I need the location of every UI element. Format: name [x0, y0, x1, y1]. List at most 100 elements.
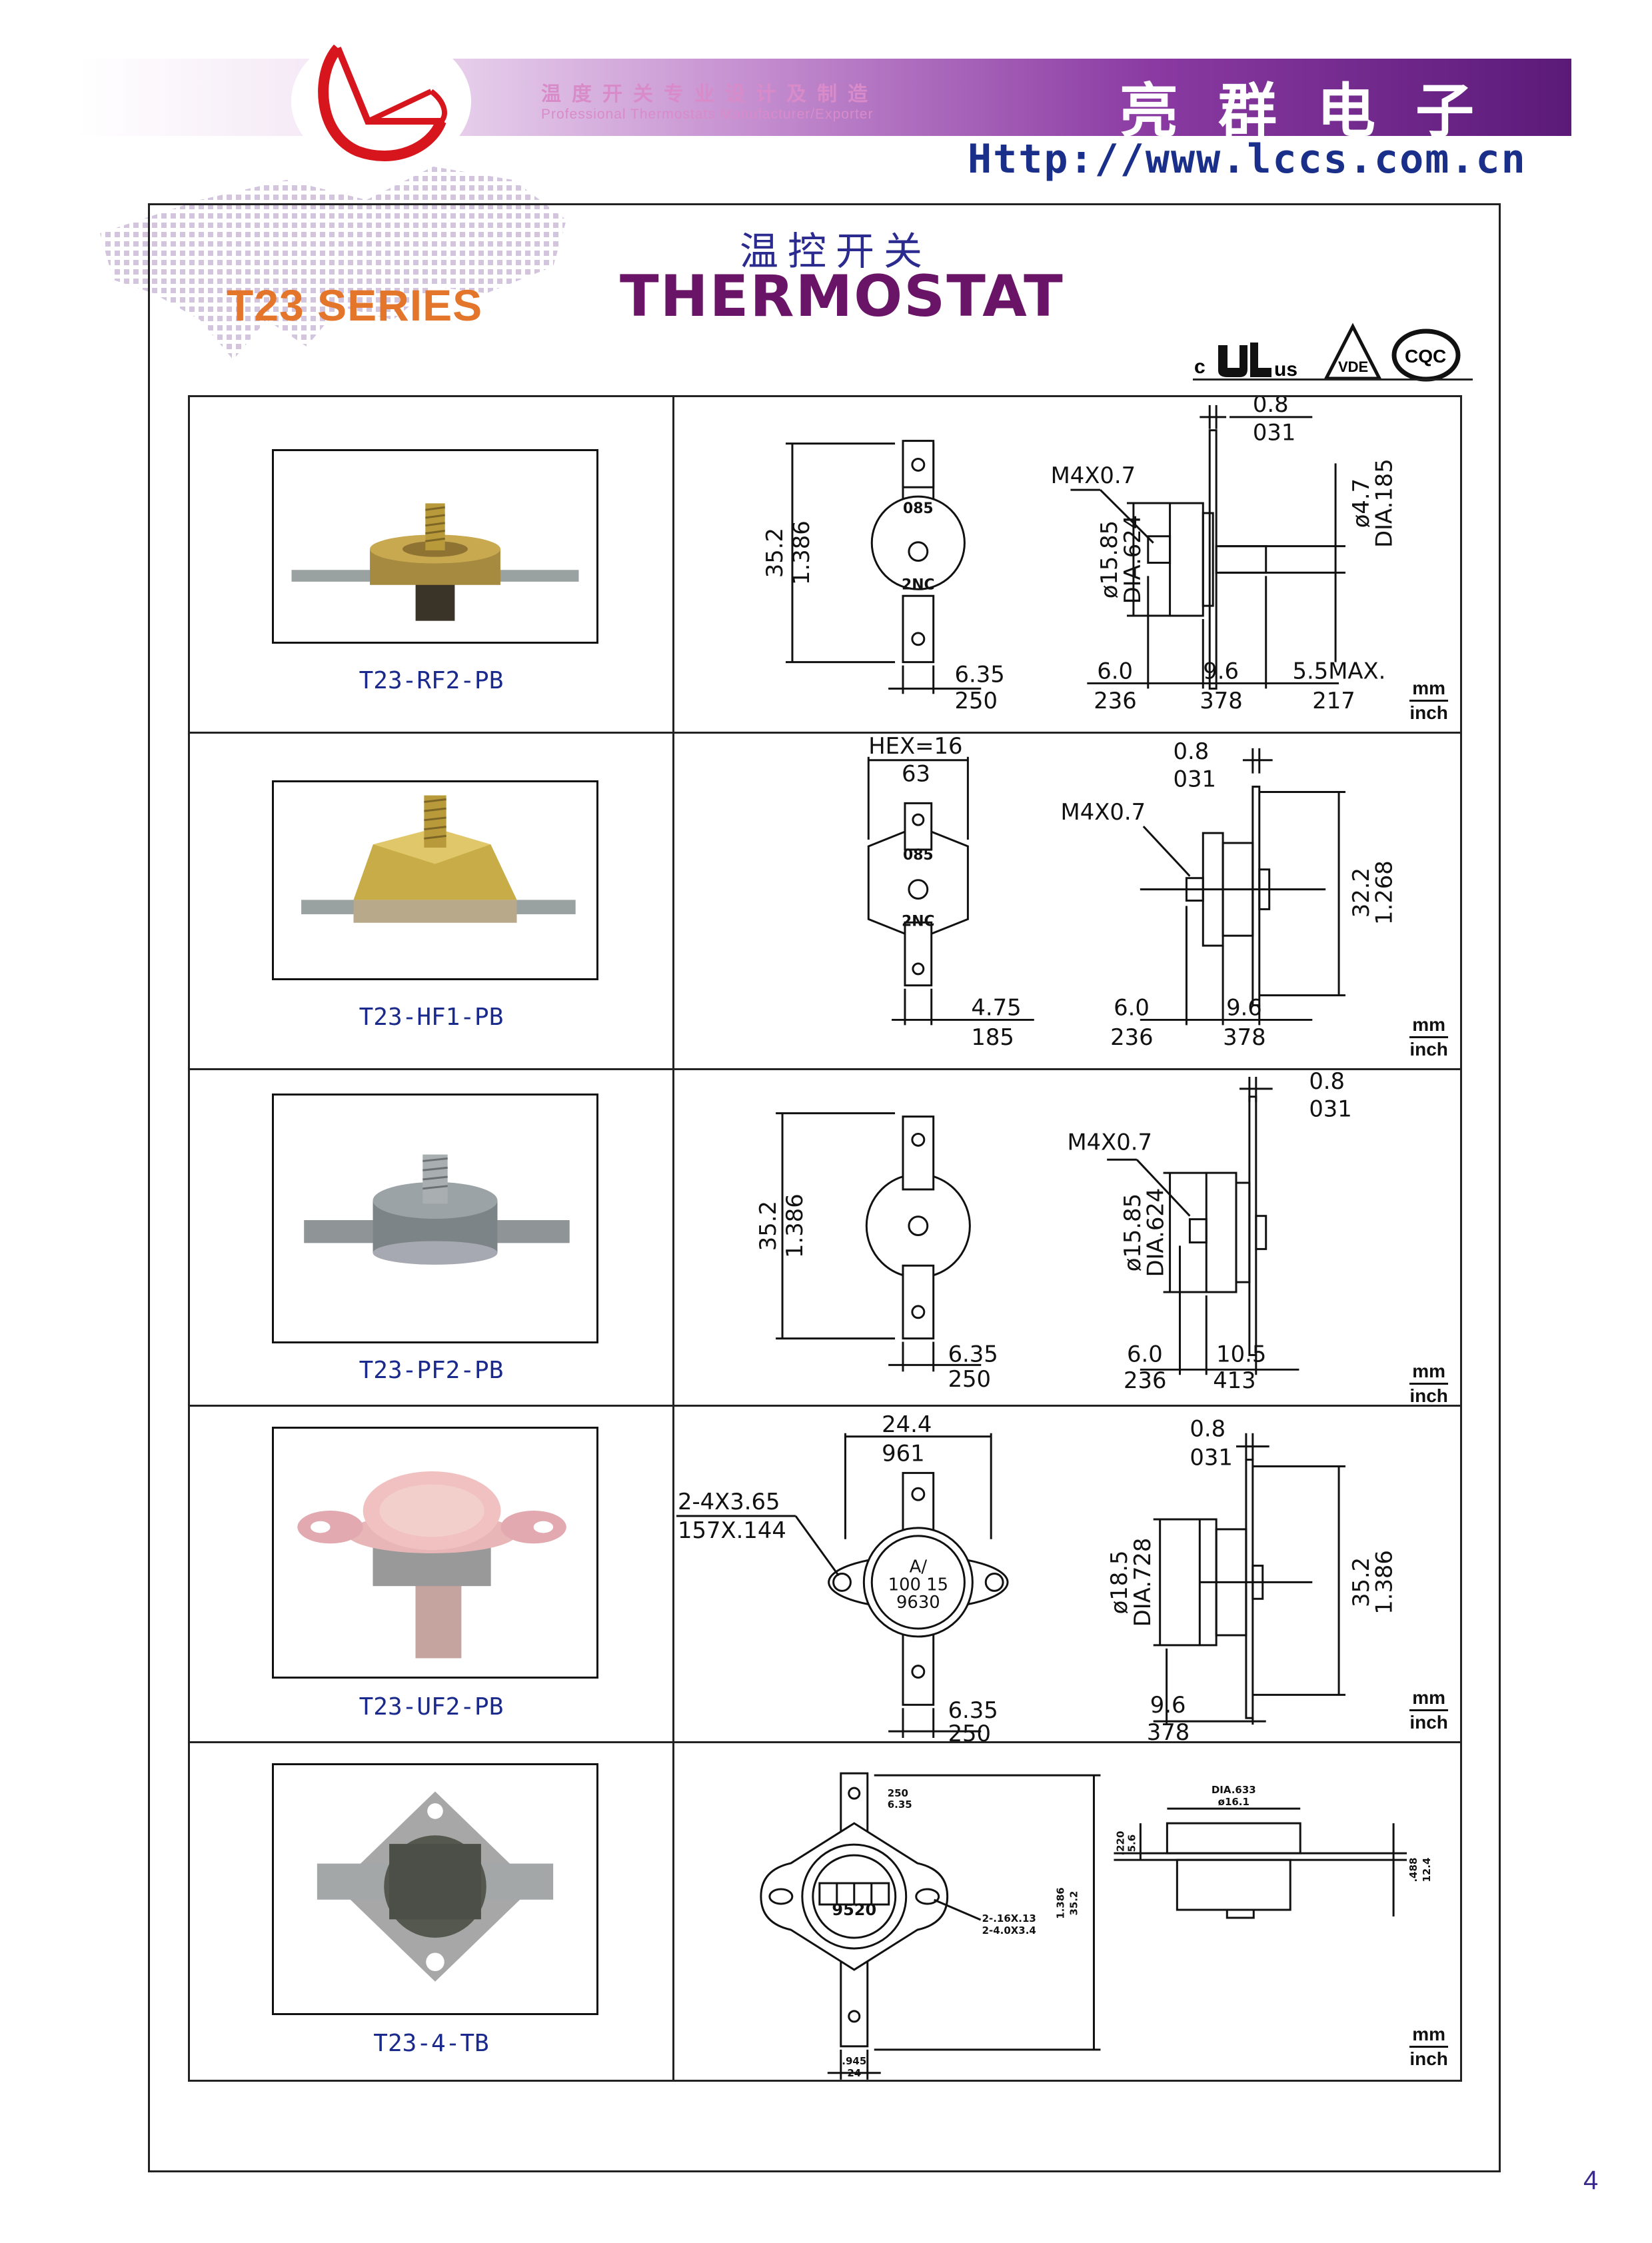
dim-stud-dia-in: DIA.185 [1371, 458, 1397, 548]
dim-thick-mm: 0.8 [1190, 1416, 1226, 1442]
dim-tab-in: 250 [888, 1787, 908, 1799]
series-title: T23 SERIES [227, 281, 483, 330]
dim-a-mm: 6.0 [1097, 658, 1133, 684]
dim-holes-in: 157X.144 [678, 1517, 786, 1543]
product-row: T23-PF2-PB [190, 1070, 1460, 1407]
cert-underline [1193, 378, 1473, 380]
product-row: T23-4-TB [190, 1743, 1460, 2080]
dim-a-mm: 6.0 [1127, 1341, 1163, 1367]
company-logo [288, 21, 474, 175]
title-cn: 温控开关 [740, 229, 932, 274]
product-row: T23-UF2-PB [190, 1407, 1460, 1743]
unit-label: mm inch [1409, 1687, 1448, 1734]
technical-drawing: HEX=16 63 085 2NC 4.75 185 M4X0.7 0.8 03… [867, 734, 1397, 1050]
face-line-2: 100 15 [888, 1575, 948, 1595]
certification-marks: c us VDE CQC [1193, 319, 1473, 382]
face-label: 9520 [832, 1900, 876, 1919]
dim-a-in: 236 [1094, 688, 1136, 714]
dim-height-mm: 35.2 [1348, 1557, 1374, 1607]
dim-b-in: 378 [1223, 1024, 1265, 1050]
dim-length-in: 1.386 [782, 1193, 808, 1258]
unit-inch: inch [1409, 1039, 1448, 1060]
unit-inch: inch [1409, 2048, 1448, 2069]
dim-width-in: 961 [882, 1441, 924, 1467]
dim-b-in: 378 [1147, 1719, 1190, 1741]
technical-drawing: 24.4 961 2-4X3.65 157X.144 A/ 100 15 963… [676, 1411, 1397, 1741]
photo-cell: T23-UF2-PB [190, 1407, 674, 1741]
dim-holes-in: 2-.16X.13 [982, 1912, 1036, 1924]
product-row: T23-HF1-PB [190, 734, 1460, 1070]
unit-inch: inch [1409, 1712, 1448, 1733]
dim-thick-mm: 0.8 [1309, 1070, 1345, 1094]
unit-label: mm inch [1409, 2023, 1448, 2070]
dim-flange-mm: 5.6 [1126, 1835, 1138, 1853]
dim-flange-in: .220 [1114, 1831, 1126, 1856]
dim-b-mm: 10.5 [1216, 1341, 1266, 1367]
title-en: THERMOSTAT [620, 263, 1064, 330]
dim-depth-mm: 12.4 [1421, 1858, 1433, 1882]
cert-vde: VDE [1338, 359, 1368, 375]
dim-dia-in: DIA.633 [1212, 1784, 1256, 1796]
dim-height-in: 1.386 [1055, 1887, 1067, 1918]
unit-mm: mm [1409, 1014, 1448, 1038]
dim-thread: M4X0.7 [1051, 462, 1136, 488]
dim-thick-in: 031 [1309, 1096, 1351, 1122]
product-table: T23-RF2-PB [188, 395, 1462, 2082]
face-label-top: 085 [903, 500, 934, 517]
tagline-en: Professional Thermostats Manufacturer/Ex… [541, 107, 874, 122]
drawing-cell: 35.2 1.386 6.35 250 M4X0.7 0.8 031 ø15.8… [674, 1070, 1460, 1406]
dim-body-dia-mm: ø15.85 [1096, 520, 1122, 598]
unit-mm: mm [1409, 1687, 1448, 1711]
vde-mark-icon: VDE [1323, 323, 1383, 380]
photo-cell: T23-4-TB [190, 1743, 674, 2080]
dim-height-mm: 32.2 [1348, 868, 1374, 918]
product-photo [272, 449, 598, 644]
dim-c-mm: 5.5MAX. [1292, 658, 1385, 684]
dim-holes-mm: 2-4.0X3.4 [982, 1924, 1036, 1936]
photo-cell: T23-RF2-PB [190, 397, 674, 732]
unit-inch: inch [1409, 702, 1448, 723]
dim-dia-mm: ø16.1 [1218, 1796, 1249, 1808]
website-link[interactable]: Http://www.lccs.com.cn [968, 136, 1527, 183]
unit-label: mm inch [1409, 677, 1448, 724]
dim-tab-in: 250 [948, 1721, 991, 1741]
unit-mm: mm [1409, 2023, 1448, 2048]
dim-bottom-mm: 24 [847, 2067, 861, 2079]
dim-depth-in: .488 [1407, 1858, 1419, 1882]
drawing-cell: HEX=16 63 085 2NC 4.75 185 M4X0.7 0.8 03… [674, 734, 1460, 1068]
dim-thick-in: 031 [1174, 766, 1216, 792]
model-label: T23-UF2-PB [359, 1693, 504, 1721]
cert-cqc: CQC [1405, 346, 1446, 367]
face-line-1: A/ [910, 1557, 928, 1577]
unit-mm: mm [1409, 1360, 1448, 1385]
dim-b-mm: 9.6 [1226, 994, 1262, 1020]
dim-body-dia-in: DIA.624 [1143, 1188, 1169, 1277]
unit-inch: inch [1409, 1385, 1448, 1406]
dim-body-dia-in: DIA.728 [1130, 1538, 1156, 1627]
technical-drawing: 35.2 1.386 6.35 250 M4X0.7 0.8 031 ø15.8… [755, 1070, 1352, 1393]
page-number: 4 [1583, 2166, 1599, 2195]
world-map-dots [87, 120, 606, 386]
model-label: T23-4-TB [373, 2030, 489, 2057]
dim-bottom-in: .945 [842, 2055, 866, 2067]
dim-length-in: 1.386 [788, 520, 814, 585]
product-photo [272, 1427, 598, 1679]
dim-thread: M4X0.7 [1061, 799, 1146, 825]
dim-thick-in: 031 [1253, 420, 1295, 446]
dim-tab-mm: 4.75 [971, 994, 1021, 1020]
dim-tab-mm: 6.35 [948, 1697, 998, 1723]
dim-stud-dia-mm: ø4.7 [1348, 478, 1374, 528]
photo-cell: T23-HF1-PB [190, 734, 674, 1068]
dim-thread: M4X0.7 [1068, 1129, 1153, 1155]
dim-body-dia-in: DIA.624 [1120, 515, 1146, 604]
dim-b-in: 413 [1213, 1367, 1255, 1393]
dim-height-in: 1.268 [1371, 860, 1397, 925]
dim-tab-mm: 6.35 [955, 661, 1005, 687]
unit-mm: mm [1409, 677, 1448, 702]
dim-body-dia-mm: ø15.85 [1120, 1193, 1146, 1271]
ul-mark-icon: c us [1194, 343, 1297, 380]
dim-b-in: 378 [1200, 688, 1242, 714]
dim-tab-in: 250 [948, 1366, 991, 1392]
face-label-bottom: 2NC [902, 913, 935, 930]
cert-us: us [1274, 359, 1297, 380]
